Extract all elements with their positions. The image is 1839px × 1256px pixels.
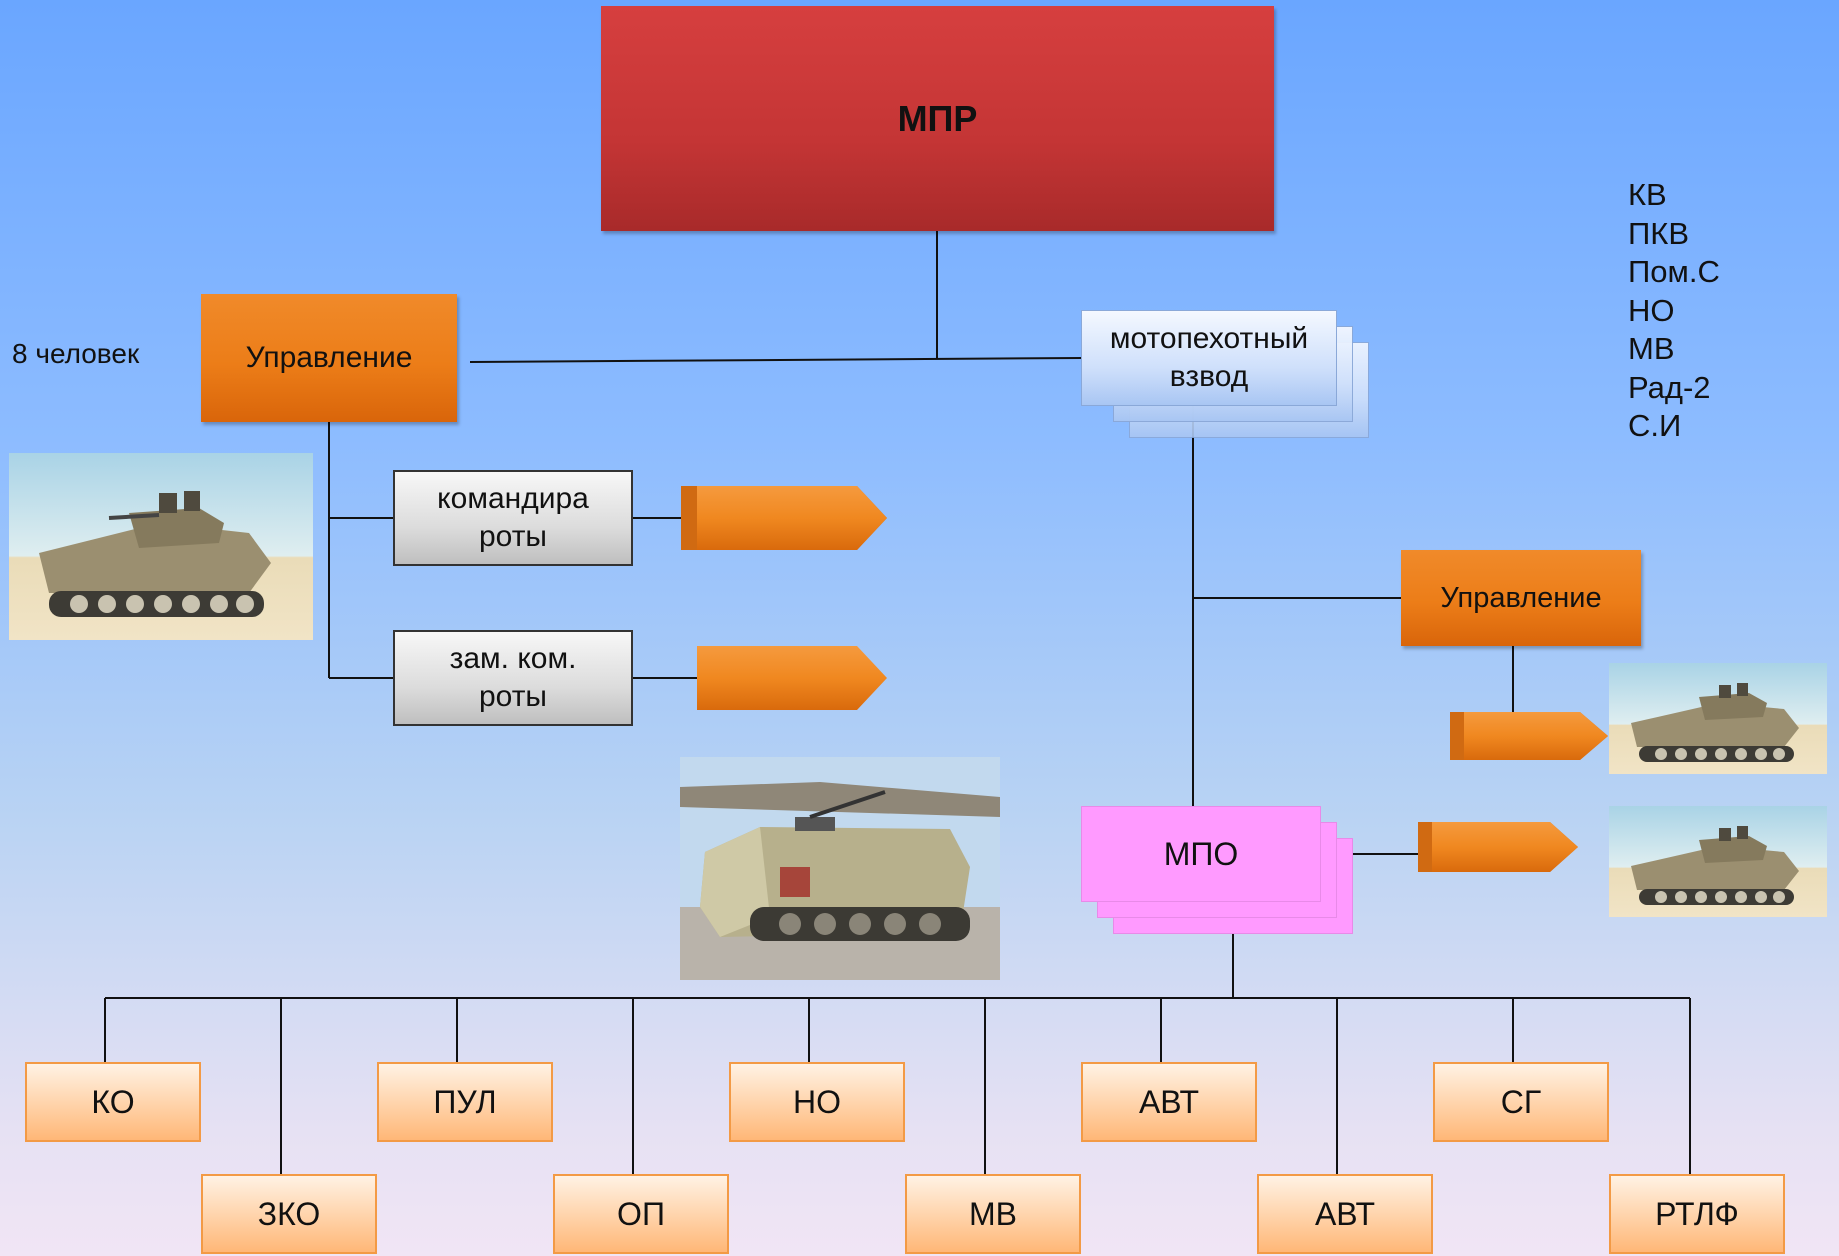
subunit-label: МВ	[969, 1195, 1017, 1232]
personnel-note: 8 человек	[12, 338, 140, 369]
management-left-label: Управление	[245, 341, 413, 374]
subunit-box: МВ	[905, 1174, 1081, 1254]
ifv-photo-right-top	[1609, 663, 1827, 774]
platoon-box: мотопехотный взвод	[1081, 310, 1337, 406]
subunit-box: НО	[729, 1062, 905, 1142]
arrow-deputy	[697, 646, 887, 710]
right-roles-list: КВ ПКВ Пом.С НО МВ Рад-2 С.И	[1628, 176, 1720, 446]
subunit-box: ОП	[553, 1174, 729, 1254]
commander-box: командира роты	[393, 470, 633, 566]
arrow-commander	[681, 486, 887, 550]
ifv-photo-right-bottom	[1609, 806, 1827, 917]
top-unit-box: МПР	[601, 6, 1274, 231]
role-item: МВ	[1628, 331, 1675, 366]
subunit-label: ПУЛ	[433, 1083, 497, 1120]
subunit-label: ЗКО	[257, 1195, 321, 1232]
subunit-box: ЗКО	[201, 1174, 377, 1254]
role-item: Пом.С	[1628, 254, 1720, 289]
role-item: ПКВ	[1628, 215, 1690, 251]
role-item: С.И	[1628, 408, 1682, 443]
subunit-box: АВТ	[1081, 1062, 1257, 1142]
subunit-box: КО	[25, 1062, 201, 1142]
subunit-label: РТЛФ	[1655, 1195, 1739, 1232]
deputy-line-2: роты	[478, 680, 547, 713]
subunit-label: НО	[793, 1083, 841, 1120]
mpo-box: МПО	[1081, 806, 1321, 902]
management-right-label: Управление	[1440, 581, 1602, 614]
platoon-line-1: мотопехотный	[1109, 322, 1309, 355]
management-left-box: Управление	[201, 294, 457, 422]
top-unit-label: МПР	[897, 97, 978, 139]
role-item: Рад-2	[1628, 369, 1711, 405]
role-item: КВ	[1628, 177, 1667, 212]
subunit-label: АВТ	[1138, 1083, 1200, 1120]
ifv-photo-left	[9, 453, 313, 640]
subunit-box: РТЛФ	[1609, 1174, 1785, 1254]
arrow-mpo	[1418, 822, 1578, 872]
subunit-label: КО	[91, 1083, 135, 1120]
apc-photo	[680, 757, 1000, 980]
subunit-label: ОП	[617, 1195, 665, 1232]
subunit-box: АВТ	[1257, 1174, 1433, 1254]
subunit-label: СГ	[1500, 1083, 1542, 1120]
commander-line-2: роты	[478, 520, 547, 553]
commander-line-1: командира	[437, 482, 589, 515]
subunit-label: АВТ	[1314, 1195, 1376, 1232]
management-right-box: Управление	[1401, 550, 1641, 646]
arrow-management-right	[1450, 712, 1608, 760]
subunit-box: СГ	[1433, 1062, 1609, 1142]
platoon-line-2: взвод	[1169, 360, 1249, 393]
deputy-commander-box: зам. ком. роты	[393, 630, 633, 726]
deputy-line-1: зам. ком.	[449, 642, 577, 675]
mpo-label: МПО	[1163, 835, 1239, 872]
role-item: НО	[1628, 292, 1675, 328]
subunit-box: ПУЛ	[377, 1062, 553, 1142]
